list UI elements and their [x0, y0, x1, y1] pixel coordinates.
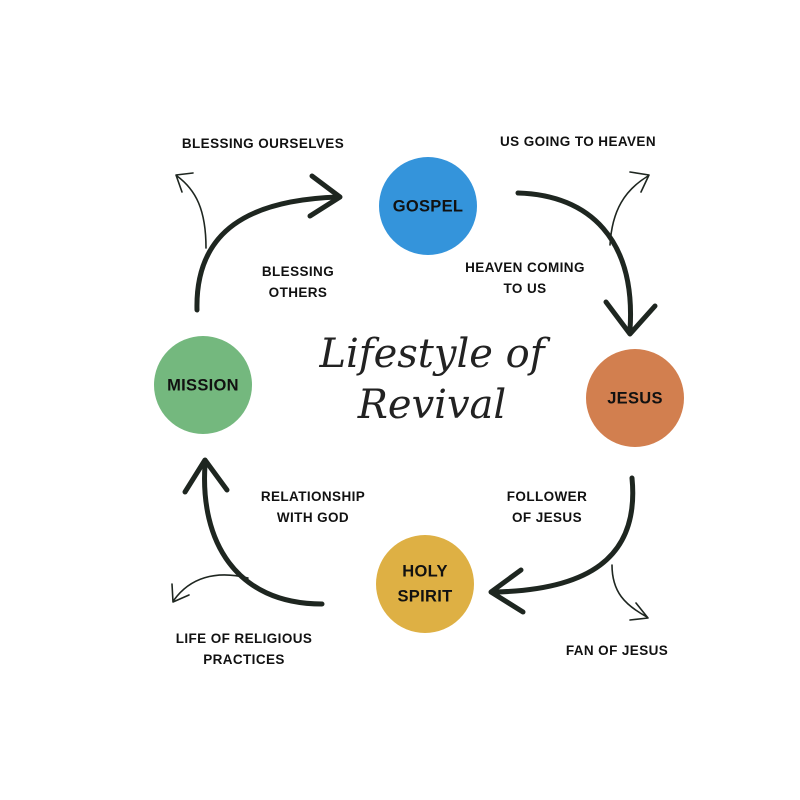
node-jesus: JESUS	[586, 349, 684, 447]
caption-fan-of-jesus: FAN OF JESUS	[566, 643, 668, 658]
inner-captions: HEAVEN COMING TO US FOLLOWER OF JESUS RE…	[261, 260, 587, 525]
holy-spirit-label-line-2: SPIRIT	[398, 587, 453, 605]
arrow-mission-to-gospel-icon	[194, 194, 341, 313]
caption-life-of-religious-line-1: LIFE OF RELIGIOUS	[176, 631, 313, 646]
arrow-spirit-to-mission-icon	[202, 462, 325, 607]
gospel-label: GOSPEL	[393, 197, 464, 215]
mission-label: MISSION	[167, 376, 239, 394]
branch-arrowhead-top-left-icon	[175, 172, 194, 193]
main-arrows	[182, 173, 658, 615]
caption-follower-line-2: OF JESUS	[512, 510, 582, 525]
caption-life-of-religious-line-2: PRACTICES	[203, 652, 285, 667]
outer-captions: US GOING TO HEAVEN FAN OF JESUS LIFE OF …	[176, 134, 668, 667]
caption-blessing-others-line-2: OTHERS	[269, 285, 328, 300]
arrowhead-jesus-to-spirit-icon	[488, 567, 526, 615]
arrow-gospel-to-jesus-icon	[515, 190, 634, 333]
branch-arrows	[171, 171, 650, 621]
branch-arrow-bottom-left-icon	[173, 574, 249, 601]
title-line-1: Lifestyle of	[318, 331, 550, 377]
branch-arrow-bottom-right-icon	[611, 564, 648, 618]
branch-arrowhead-top-right-icon	[629, 171, 650, 193]
branch-arrow-top-right-icon	[609, 175, 649, 246]
branch-arrowhead-bottom-right-icon	[629, 602, 649, 621]
gospel-circle	[379, 157, 477, 255]
jesus-circle	[586, 349, 684, 447]
node-mission: MISSION	[154, 336, 252, 434]
caption-blessing-ourselves: BLESSING OURSELVES	[182, 136, 344, 151]
caption-relationship-line-1: RELATIONSHIP	[261, 489, 365, 504]
branch-arrowhead-bottom-left-icon	[171, 583, 190, 603]
branch-arrow-top-left-icon	[176, 175, 207, 249]
title-line-2: Revival	[357, 382, 506, 428]
holy-spirit-label-line-1: HOLY	[402, 562, 448, 580]
caption-blessing-others-line-1: BLESSING	[262, 264, 334, 279]
arrowhead-spirit-to-mission-icon	[182, 457, 230, 495]
arrowhead-gospel-to-jesus-icon	[603, 299, 658, 337]
arrowhead-mission-to-gospel-icon	[307, 173, 343, 219]
caption-heaven-coming-line-1: HEAVEN COMING	[465, 260, 585, 275]
caption-us-going-to-heaven: US GOING TO HEAVEN	[500, 134, 656, 149]
jesus-label: JESUS	[607, 389, 663, 407]
node-gospel: GOSPEL	[379, 157, 477, 255]
node-holy-spirit: HOLY SPIRIT	[376, 535, 474, 633]
holy-spirit-circle	[376, 535, 474, 633]
caption-heaven-coming-line-2: TO US	[503, 281, 546, 296]
caption-follower-line-1: FOLLOWER	[507, 489, 587, 504]
arrow-jesus-to-spirit-icon	[492, 475, 636, 595]
caption-relationship-line-2: WITH GOD	[277, 510, 349, 525]
mission-circle	[154, 336, 252, 434]
